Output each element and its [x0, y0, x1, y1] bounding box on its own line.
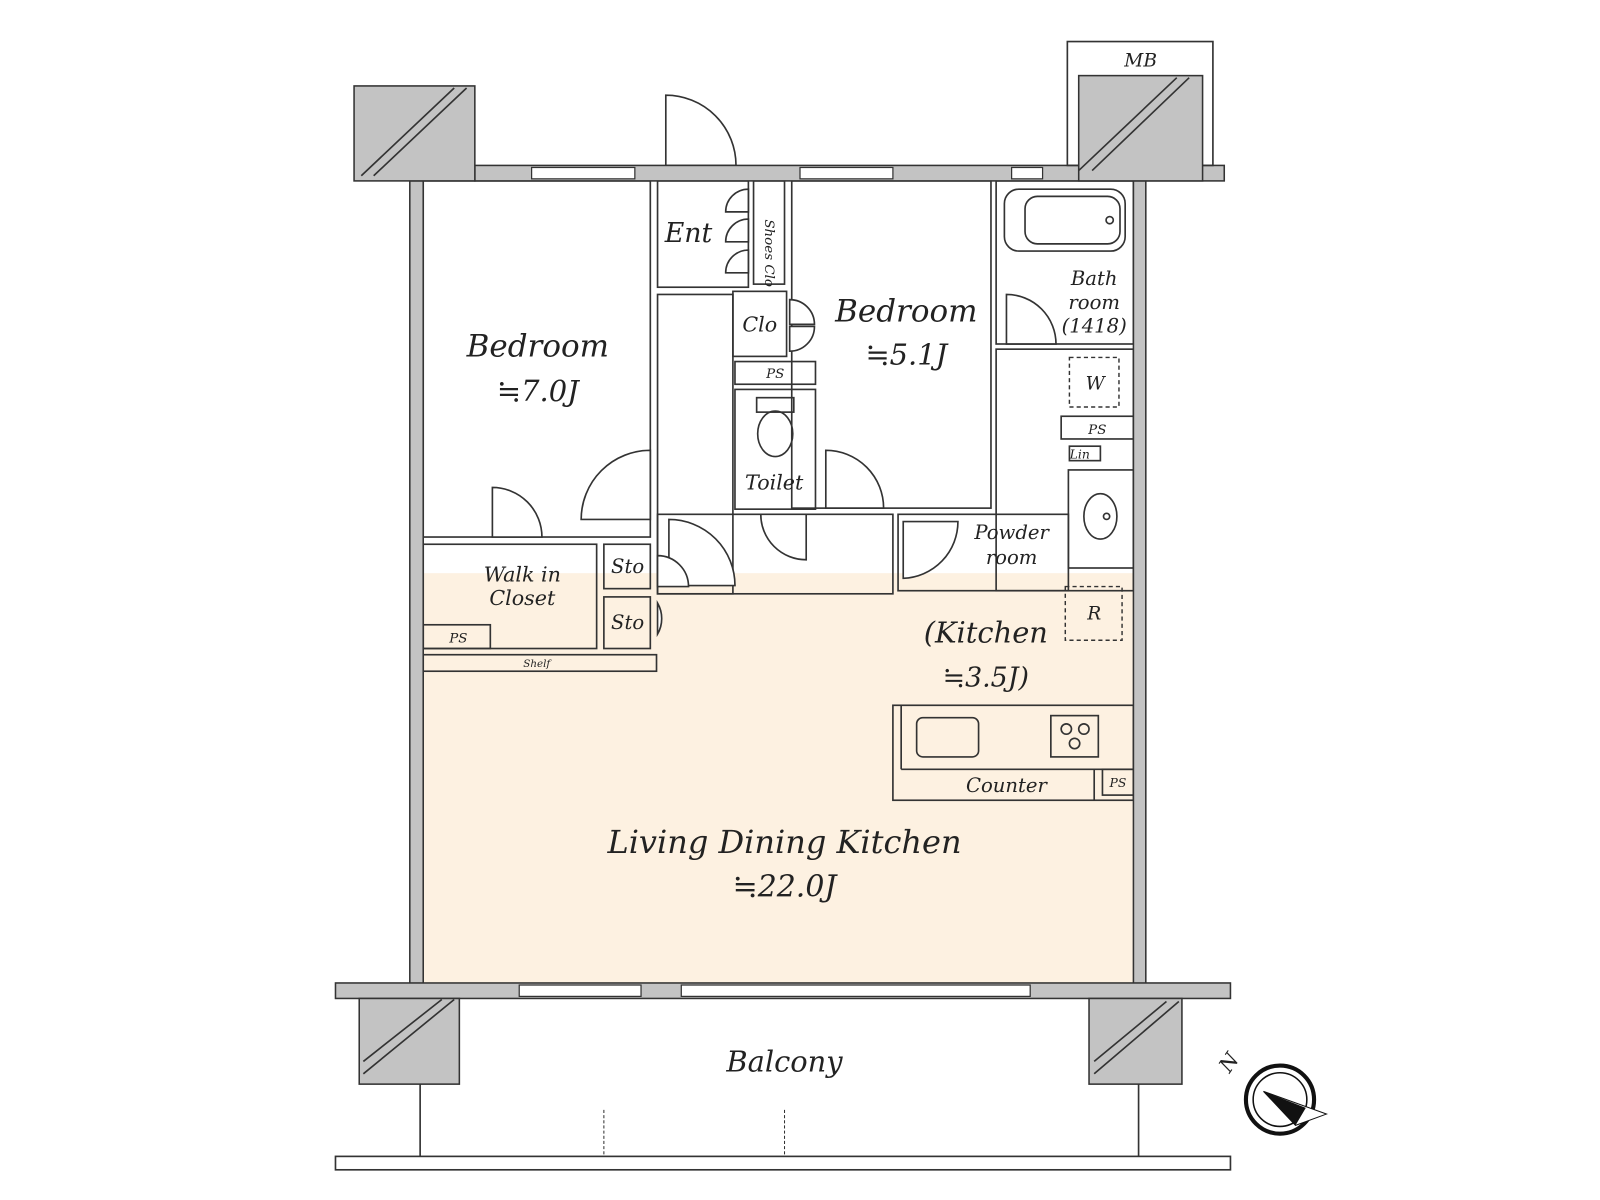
bedroom5-door[interactable] [824, 449, 885, 509]
walk-in-label-2: Closet [489, 586, 556, 610]
stove-icon [1050, 714, 1100, 758]
ps-shaft-toilet [734, 360, 817, 386]
doors [491, 94, 1057, 638]
storage-1 [603, 543, 652, 590]
balcony-label: Balcony [725, 1045, 843, 1079]
balcony-railing [334, 1155, 1232, 1171]
kitchen-name: (Kitchen [924, 615, 1048, 649]
counter-label: Counter [966, 774, 1049, 797]
storage2-door[interactable] [656, 600, 663, 638]
ps-kitchen-label: PS [1109, 776, 1127, 790]
room-toilet [734, 388, 817, 510]
ps-closet-label: PS [448, 631, 467, 646]
washer-space [1068, 356, 1120, 408]
ent-label: Ent [664, 218, 713, 249]
mb-label: MB [1123, 50, 1157, 71]
walk-in-label-1: Walk in [484, 562, 561, 586]
shoes-door[interactable] [724, 188, 750, 274]
washer-label: W [1086, 373, 1107, 394]
bath-label-3: (1418) [1062, 315, 1127, 338]
clo-label: Clo [742, 313, 777, 337]
sto2-label: Sto [611, 611, 644, 634]
powder-label-1: Powder [973, 521, 1050, 544]
bedroom7-door[interactable] [580, 449, 652, 521]
toilet-label: Toilet [745, 471, 804, 495]
ldk-size: ≒22.0J [733, 869, 839, 904]
ps-wash-label: PS [1087, 423, 1106, 438]
toilet-icon [755, 396, 795, 458]
toilet-door[interactable] [759, 513, 808, 561]
bedroom2-size: ≒5.1J [865, 338, 948, 372]
bath-door[interactable] [1005, 293, 1057, 345]
north-label: N [1213, 1047, 1244, 1077]
ps-toilet-label: PS [765, 367, 784, 382]
refrigerator-space [1064, 585, 1123, 641]
closet-door[interactable] [491, 486, 543, 538]
windows [518, 166, 1044, 998]
room-living-dining-kitchen [423, 573, 1134, 983]
bedroom1-size: ≒7.0J [497, 374, 580, 408]
north-arrow-icon: N [1213, 1047, 1328, 1136]
storage1-door[interactable] [656, 554, 690, 588]
sink-icon [915, 716, 980, 758]
ldk-name: Living Dining Kitchen [606, 823, 961, 861]
bedroom1-name: Bedroom [466, 328, 609, 364]
refrigerator-label: R [1086, 604, 1101, 625]
storage-2 [603, 596, 652, 650]
bedroom2-name: Bedroom [834, 293, 977, 329]
bathtub-icon [1003, 188, 1126, 252]
bath-label-1: Bath [1070, 267, 1118, 290]
vanity [1067, 469, 1135, 569]
washbasin-icon [1083, 492, 1118, 540]
shoes-clo-label: Shoes Clo [761, 219, 776, 287]
kitchen-size: ≒3.5J) [943, 663, 1029, 694]
lin-label: Lin [1069, 448, 1090, 462]
bath-label-2: room [1068, 291, 1120, 314]
corridor-door[interactable] [668, 518, 736, 587]
powder-label-2: room [986, 546, 1038, 569]
powder-door[interactable] [902, 520, 959, 580]
shelf-label: Shelf [523, 658, 552, 670]
clo-door[interactable] [788, 298, 816, 353]
sto1-label: Sto [611, 555, 644, 578]
entrance-door[interactable] [664, 94, 737, 167]
linen-shelf [1068, 445, 1102, 462]
closet [732, 290, 788, 358]
